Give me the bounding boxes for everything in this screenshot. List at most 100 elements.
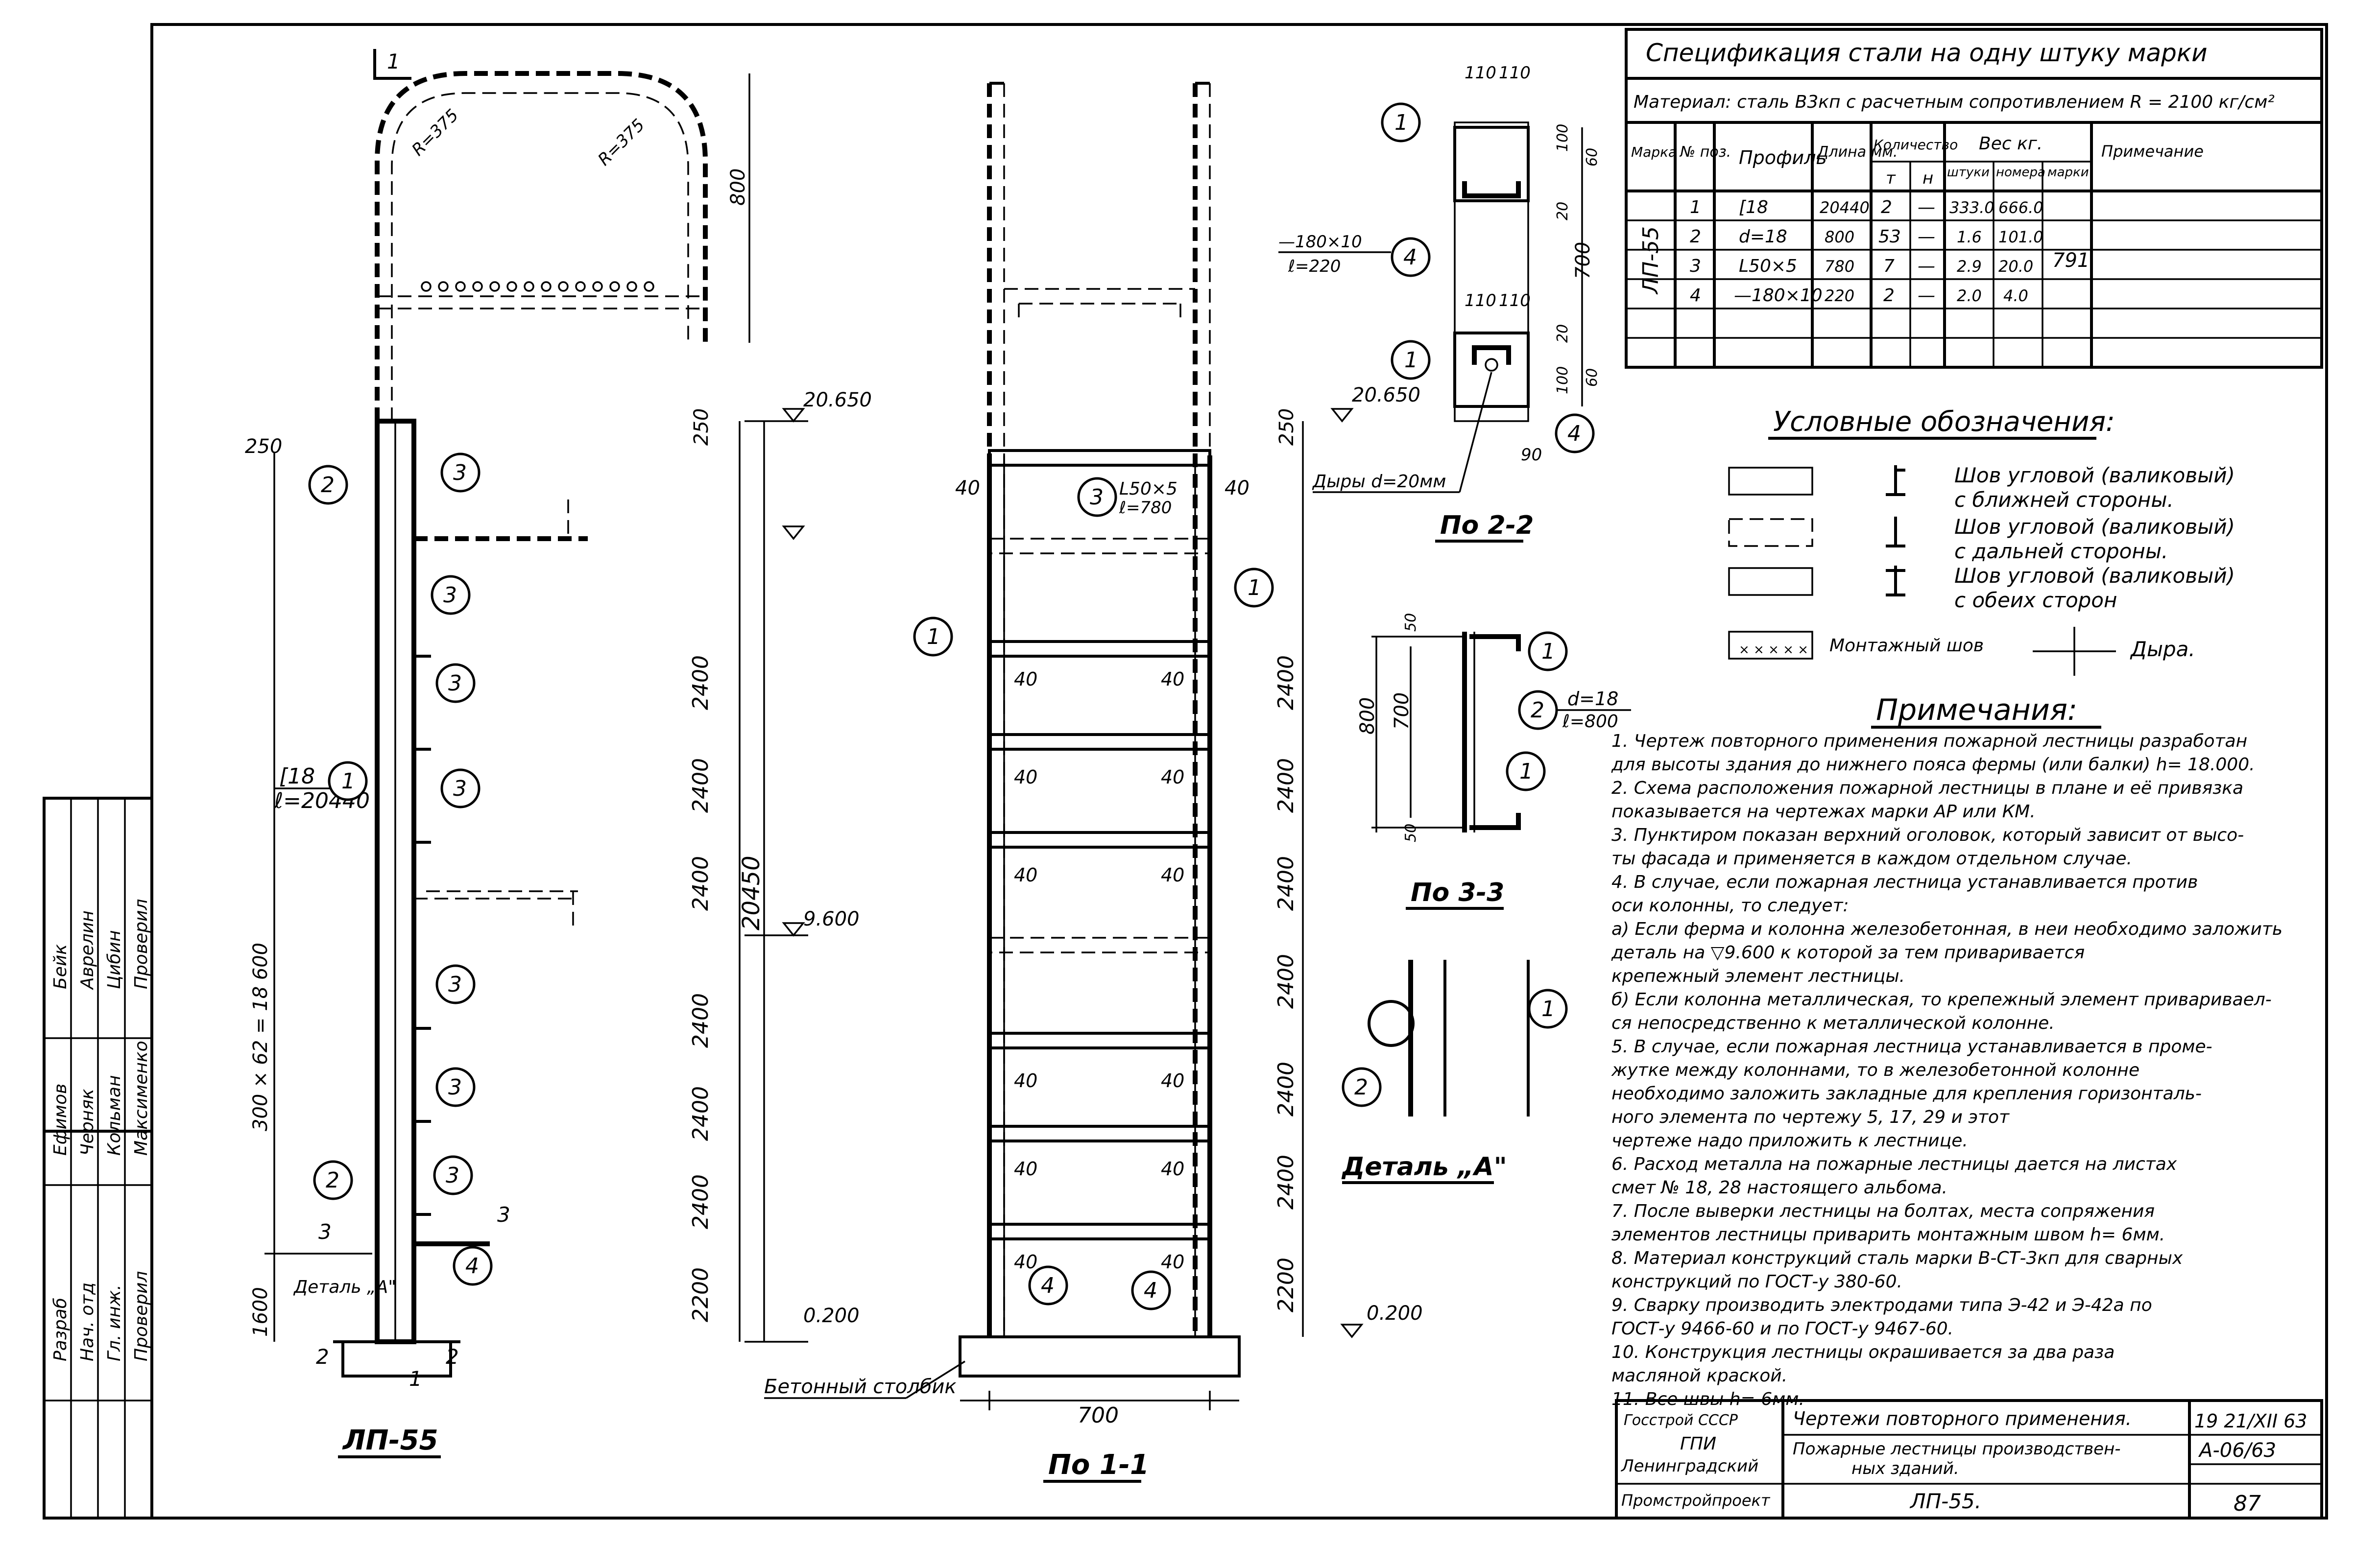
svg-text:4: 4 [1041, 1273, 1055, 1298]
svg-text:4: 4 [1144, 1278, 1157, 1303]
svg-text:3: 3 [448, 972, 462, 997]
spec-row-2: 2 d=18 800 53 — 1.6 101.0 [1690, 227, 2043, 247]
stamp-r3c3: Цибин [104, 930, 124, 989]
legend-1b: с ближней стороны. [1954, 488, 2174, 512]
dim-700-22: 700 [1572, 242, 1594, 279]
dim-100-b: 100 [1554, 366, 1571, 394]
note-line: 4. В случае, если пожарная лестница уста… [1611, 872, 2198, 892]
legend-2a: Шов угловой (валиковый) [1954, 515, 2235, 539]
note-line: 1. Чертеж повторного применения пожарной… [1611, 731, 2247, 751]
radius-label-2: R=375 [594, 115, 649, 169]
elev-mid-main: 9.600 [803, 908, 860, 930]
weld-both-symbol [1728, 566, 1905, 596]
svg-text:2: 2 [1883, 285, 1895, 306]
svg-text:101.0: 101.0 [1998, 228, 2043, 246]
elev-bot-main: 0.200 [803, 1305, 860, 1327]
svg-text:1: 1 [341, 769, 355, 794]
hdr-poz: № поз. [1679, 143, 1731, 161]
dim-50-b: 50 [1402, 824, 1419, 842]
sec-elev-bot: 0.200 [1367, 1302, 1423, 1325]
dim-40-e: 40 [1014, 766, 1037, 788]
stamp-r4c2: Максименко [131, 1041, 151, 1156]
stamp-r3c2: Кольман [104, 1075, 124, 1156]
dim-40-f: 40 [1161, 766, 1184, 788]
spec-material: Материал: сталь В3кп с расчетным сопроти… [1634, 92, 2275, 112]
sec-dim-2400-c: 2400 [1274, 856, 1298, 911]
dim-20-a: 20 [1554, 202, 1571, 220]
note-line: 8. Материал конструкций сталь марки В-СТ… [1611, 1248, 2183, 1268]
stamp-r2c2: Черняк [77, 1089, 97, 1156]
stamp-r4c1: Проверил [131, 1271, 151, 1361]
dim-2200: 2200 [688, 1267, 713, 1322]
section-2-2-label: По 2-2 [1440, 511, 1534, 540]
svg-text:7: 7 [1883, 256, 1895, 276]
svg-text:—: — [1918, 227, 1935, 247]
note-line: ся непосредственно к металлической колон… [1611, 1013, 2055, 1033]
sheet-frame [150, 23, 2328, 1520]
svg-text:20440: 20440 [1820, 198, 1870, 217]
legend-dyra: Дыра. [2130, 637, 2195, 661]
svg-text:1: 1 [1690, 197, 1701, 217]
note-line: необходимо заложить закладные для крепле… [1611, 1084, 2202, 1104]
dim-60-b: 60 [1584, 368, 1601, 387]
svg-text:2.9: 2.9 [1957, 257, 1982, 276]
svg-text:780: 780 [1825, 257, 1854, 276]
radius-label-1: R=375 [408, 105, 462, 160]
note-line: чертеже надо приложить к лестнице. [1611, 1131, 1968, 1151]
rod-length: ℓ=800 [1562, 712, 1618, 732]
dim-40-m: 40 [1014, 1251, 1037, 1273]
hdr-ves: Вес кг. [1979, 134, 2043, 154]
dim-40-h: 40 [1161, 864, 1184, 886]
svg-text:2: 2 [1881, 197, 1892, 217]
stamp-r1c2: Ефимов [50, 1084, 71, 1156]
stamp-r3c1: Гл. инж. [104, 1284, 124, 1361]
dim-40-i: 40 [1014, 1070, 1037, 1092]
dim-2400-b: 2400 [688, 758, 713, 813]
sec-dim-2400-f: 2400 [1274, 1155, 1298, 1210]
angle-label: L50×5 [1119, 479, 1178, 499]
legend: Условные обозначения: Шов угловой (валик… [1728, 406, 2235, 676]
section-2-2: 1 4 1 4 110 110 110 110 100 60 20 700 20… [1278, 63, 1601, 543]
note-line: 7. После выверки лестницы на болтах, мес… [1611, 1201, 2155, 1221]
svg-text:4: 4 [1567, 421, 1581, 446]
hdr-marka: Марка [1631, 144, 1677, 160]
tb-desc1: Чертежи повторного применения. [1793, 1408, 2132, 1429]
spec-row-3: 3 L50×5 780 7 — 2.9 20.0 [1690, 256, 2033, 276]
weld-site-symbol: × × × × × [1728, 631, 1813, 660]
tb-org2: ГПИ [1680, 1434, 1716, 1454]
svg-text:2: 2 [321, 473, 335, 498]
legend-montazh: Монтажный шов [1829, 636, 1984, 656]
svg-text:3: 3 [446, 1163, 459, 1188]
spec-table: Спецификация стали на одну штуку марки М… [1625, 28, 2323, 369]
note-line: показывается на чертежах марки АР или КМ… [1611, 802, 2036, 822]
spec-row-4: 4 —180×10 220 2 — 2.0 4.0 [1690, 285, 2028, 306]
tb-date: 19 21/XII 63 [2194, 1410, 2307, 1432]
svg-text:3: 3 [448, 671, 462, 696]
svg-text:4: 4 [465, 1254, 479, 1279]
sec-elev-top: 20.650 [1352, 384, 1420, 406]
svg-text:4.0: 4.0 [2003, 286, 2028, 305]
dim-50-a: 50 [1402, 613, 1419, 632]
stamp-r2c1: Нач. отд [77, 1283, 97, 1361]
notes: Примечания: 1. Чертеж повторного примене… [1611, 693, 2283, 1409]
note-line: ного элемента по чертежу 5, 17, 29 и это… [1611, 1107, 2010, 1127]
svg-text:2: 2 [1354, 1075, 1368, 1100]
section-mark-2-right: 2 [446, 1345, 459, 1369]
dim-2400-a: 2400 [688, 655, 713, 710]
svg-text:—: — [1918, 285, 1935, 306]
section-3-3: 800 700 50 50 1 2 1 d=18 ℓ=800 По 3-3 [1356, 613, 1631, 910]
main-view-label: ЛП-55 [342, 1425, 438, 1456]
svg-text:1: 1 [1541, 997, 1555, 1022]
legend-title: Условные обозначения: [1773, 406, 2115, 438]
svg-text:—: — [1918, 197, 1935, 217]
dim-40-k: 40 [1014, 1158, 1037, 1180]
hdr-profil: Профиль [1739, 147, 1827, 168]
hdr-prim: Примечание [2101, 142, 2204, 161]
note-line: деталь на ▽9.600 к которой за тем привар… [1611, 943, 2085, 963]
hdr-nomer: номера [1996, 165, 2045, 180]
detail-ref: Деталь „А" [293, 1277, 396, 1297]
sec-dim-2400-e: 2400 [1274, 1062, 1298, 1117]
svg-text:2.0: 2.0 [1957, 286, 1982, 305]
detail-a-label: Деталь „А" [1341, 1152, 1507, 1182]
note-line: для высоты здания до нижнего пояса фермы… [1611, 755, 2255, 775]
